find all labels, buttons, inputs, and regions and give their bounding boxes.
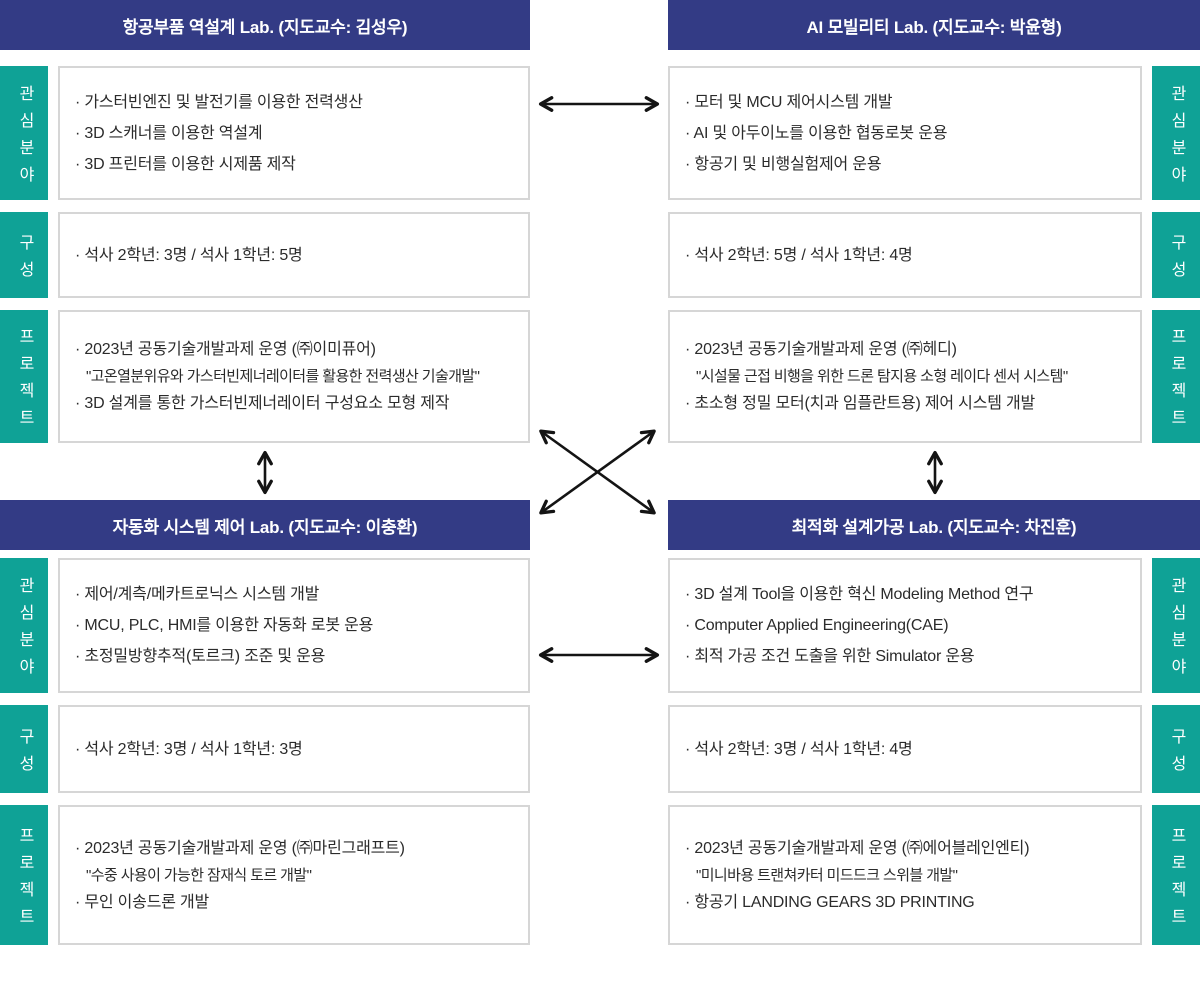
lab4-interests-label: 관심분야 (1152, 558, 1200, 693)
lab1-title: 항공부품 역설계 Lab. (지도교수: 김성우) (122, 17, 408, 37)
interest-item: · 3D 프린터를 이용한 시제품 제작 (75, 155, 296, 173)
interest-item: · 모터 및 MCU 제어시스템 개발 (685, 93, 893, 111)
lab1-interests-box: · 가스터빈엔진 및 발전기를 이용한 전력생산 · 3D 스캐너를 이용한 역… (58, 66, 530, 200)
lab1-composition-box: · 석사 2학년: 3명 / 석사 1학년: 5명 (58, 212, 530, 298)
interest-item: · 제어/계측/메카트로닉스 시스템 개발 (75, 586, 320, 603)
lab3-interests-box: · 제어/계측/메카트로닉스 시스템 개발 · MCU, PLC, HMI를 이… (58, 558, 530, 693)
interest-item: · MCU, PLC, HMI를 이용한 자동화 로봇 운용 (75, 617, 374, 634)
lab4-composition-box: · 석사 2학년: 3명 / 석사 1학년: 4명 (668, 705, 1142, 793)
lab2-interests-label: 관심분야 (1152, 66, 1200, 200)
interest-item: · Computer Applied Engineering(CAE) (685, 617, 949, 634)
project-subtitle: "미니바용 트랜쳐카터 미드드크 스위블 개발" (696, 866, 958, 884)
composition-item: · 석사 2학년: 3명 / 석사 1학년: 3명 (75, 740, 303, 758)
lab3-projects-box: · 2023년 공동기술개발과제 운영 (㈜마린그래프트) "수중 사용이 가능… (58, 805, 530, 945)
composition-item: · 석사 2학년: 5명 / 석사 1학년: 4명 (685, 246, 913, 264)
lab1-projects-box: · 2023년 공동기술개발과제 운영 (㈜이미퓨어) "고온열분위유와 가스터… (58, 310, 530, 443)
interest-item: · 최적 가공 조건 도출을 위한 Simulator 운용 (685, 648, 975, 665)
lab2-title: AI 모빌리티 Lab. (지도교수: 박윤형) (806, 17, 1062, 37)
lab1-interests-label: 관심분야 (0, 66, 48, 200)
lab4-interests-box: · 3D 설계 Tool을 이용한 혁신 Modeling Method 연구 … (668, 558, 1142, 693)
project-item: · 무인 이송드론 개발 (75, 893, 210, 911)
lab1-title-bar: 항공부품 역설계 Lab. (지도교수: 김성우) (0, 0, 530, 50)
lab3-composition-label: 구성 (0, 705, 48, 793)
lab2-composition-box: · 석사 2학년: 5명 / 석사 1학년: 4명 (668, 212, 1142, 298)
lab2-title-bar: AI 모빌리티 Lab. (지도교수: 박윤형) (668, 0, 1200, 50)
lab4-projects-label: 프로젝트 (1152, 805, 1200, 945)
project-subtitle: "고온열분위유와 가스터빈제너레이터를 활용한 전력생산 기술개발" (86, 368, 480, 385)
lab3-title-bar: 자동화 시스템 제어 Lab. (지도교수: 이충환) (0, 500, 530, 550)
project-item: · 3D 설계를 통한 가스터빈제너레이터 구성요소 모형 제작 (75, 395, 450, 412)
lab2-projects-label: 프로젝트 (1152, 310, 1200, 443)
arrow-cross-bl-tr-icon (539, 429, 656, 515)
lab1-composition-label: 구성 (0, 212, 48, 298)
lab4-projects-box: · 2023년 공동기술개발과제 운영 (㈜에어블레인엔티) "미니바용 트랜쳐… (668, 805, 1142, 945)
lab4-composition-label: 구성 (1152, 705, 1200, 793)
project-item: · 2023년 공동기술개발과제 운영 (㈜헤디) (685, 341, 957, 358)
interest-item: · 가스터빈엔진 및 발전기를 이용한 전력생산 (75, 93, 363, 111)
composition-item: · 석사 2학년: 3명 / 석사 1학년: 5명 (75, 246, 303, 264)
lab2-composition-label: 구성 (1152, 212, 1200, 298)
lab3-projects-label: 프로젝트 (0, 805, 48, 945)
interest-item: · AI 및 아두이노를 이용한 협동로봇 운용 (685, 124, 948, 142)
interest-item: · 3D 설계 Tool을 이용한 혁신 Modeling Method 연구 (685, 586, 1034, 603)
project-item: · 2023년 공동기술개발과제 운영 (㈜마린그래프트) (75, 839, 405, 857)
lab4-title-bar: 최적화 설계가공 Lab. (지도교수: 차진훈) (668, 500, 1200, 550)
composition-item: · 석사 2학년: 3명 / 석사 1학년: 4명 (685, 740, 913, 758)
project-item: · 2023년 공동기술개발과제 운영 (㈜이미퓨어) (75, 341, 376, 358)
project-item: · 초소형 정밀 모터(치과 임플란트용) 제어 시스템 개발 (685, 395, 1036, 412)
lab2-interests-box: · 모터 및 MCU 제어시스템 개발 · AI 및 아두이노를 이용한 협동로… (668, 66, 1142, 200)
lab3-interests-label: 관심분야 (0, 558, 48, 693)
project-subtitle: "시설물 근접 비행을 위한 드론 탐지용 소형 레이다 센서 시스템" (696, 368, 1068, 385)
project-item: · 2023년 공동기술개발과제 운영 (㈜에어블레인엔티) (685, 839, 1030, 857)
project-item: · 항공기 LANDING GEARS 3D PRINTING (685, 893, 975, 911)
interest-item: · 3D 스캐너를 이용한 역설계 (75, 124, 263, 142)
lab3-composition-box: · 석사 2학년: 3명 / 석사 1학년: 3명 (58, 705, 530, 793)
arrow-cross-tl-br-icon (539, 429, 656, 515)
interest-item: · 초정밀방향추적(토르크) 조준 및 운용 (75, 648, 326, 665)
lab1-projects-label: 프로젝트 (0, 310, 48, 443)
project-subtitle: "수중 사용이 가능한 잠재식 토르 개발" (86, 866, 312, 884)
lab2-projects-box: · 2023년 공동기술개발과제 운영 (㈜헤디) "시설물 근접 비행을 위한… (668, 310, 1142, 443)
interest-item: · 항공기 및 비행실험제어 운용 (685, 155, 882, 173)
lab4-title: 최적화 설계가공 Lab. (지도교수: 차진훈) (791, 517, 1077, 537)
lab3-title: 자동화 시스템 제어 Lab. (지도교수: 이충환) (112, 517, 418, 537)
